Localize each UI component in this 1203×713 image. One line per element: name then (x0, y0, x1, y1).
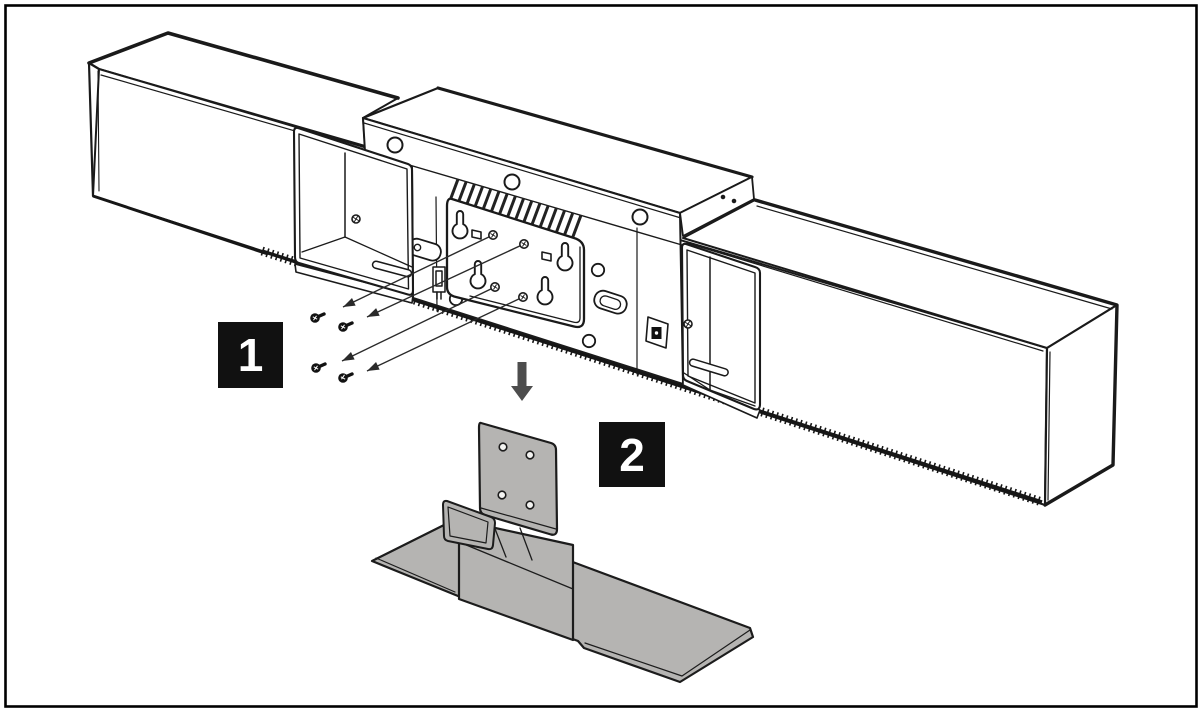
screw-hole (518, 239, 529, 250)
screw-hole (489, 281, 500, 292)
keyhole-slot (536, 276, 554, 306)
cable-pocket-right (680, 242, 762, 419)
stand-bracket-plate (477, 421, 559, 536)
mounting-screws (310, 312, 354, 383)
bracket-hole (498, 442, 508, 452)
bar-silhouette-right (753, 198, 1119, 507)
screw-hole (517, 291, 528, 302)
mount-hole (581, 333, 597, 349)
screw-hole (487, 230, 498, 241)
step-badge-1: 1 (218, 322, 283, 388)
step-number: 2 (619, 428, 645, 481)
bracket-hole (525, 450, 535, 460)
screw (311, 362, 327, 373)
plate-screw-holes (487, 230, 529, 302)
latch-bump-left (407, 237, 442, 262)
pocket-floor-edge (301, 236, 413, 268)
mount-hole (631, 208, 649, 226)
keyhole-slot (451, 210, 469, 240)
mount-silhouette (436, 86, 754, 179)
pocket-screw (351, 214, 361, 224)
arrowhead (367, 308, 380, 317)
pocket-inner-frame (298, 133, 410, 290)
pocket-screw (683, 319, 693, 329)
screw (338, 372, 354, 383)
arrowhead (342, 351, 355, 361)
edge-line (756, 205, 1113, 310)
mount-hole (386, 136, 404, 154)
rivet-dot (731, 198, 737, 204)
keyhole-slot (556, 242, 574, 272)
clip-inner-line (447, 506, 489, 544)
pocket-floor-edge (683, 372, 756, 407)
step-badge-2: 2 (599, 422, 665, 487)
pocket-slot (688, 358, 729, 377)
down-arrow-icon (511, 362, 533, 401)
stand-riser (457, 518, 575, 642)
mount-hole (503, 173, 521, 191)
bracket-hole (497, 490, 507, 500)
screw (338, 321, 354, 332)
keyhole-slot (469, 260, 487, 290)
mount-hole (590, 262, 606, 278)
connector-plate (645, 316, 669, 349)
base-thickness (375, 557, 456, 593)
rivet-dot (720, 194, 726, 200)
arrowhead (367, 362, 380, 371)
square-hole (541, 251, 552, 262)
pocket-opening (292, 126, 415, 296)
bracket-hole (525, 500, 535, 510)
diagram-frame (4, 4, 1198, 708)
arrowhead (343, 298, 356, 307)
edge-line (1047, 351, 1051, 501)
desk-stand (370, 421, 755, 684)
small-bracket (432, 266, 446, 300)
screw (310, 312, 326, 323)
base-thickness (584, 629, 751, 677)
bracket-fold-line (480, 507, 557, 530)
plate-thickness (469, 246, 581, 324)
cable-pocket-left (292, 126, 415, 304)
step-number: 1 (237, 329, 264, 381)
latch-bump-right (593, 289, 628, 315)
leader-arrows (341, 234, 525, 372)
bar-silhouette-top-left (87, 31, 400, 100)
pocket-inner-frame (686, 249, 756, 404)
edge-line (97, 70, 100, 192)
mount-right-strip (679, 176, 755, 237)
edge-line (363, 122, 682, 219)
wall-mount-plate (445, 197, 586, 329)
pocket-opening (680, 242, 762, 411)
square-hole (471, 229, 482, 240)
edge-line (686, 242, 1044, 352)
